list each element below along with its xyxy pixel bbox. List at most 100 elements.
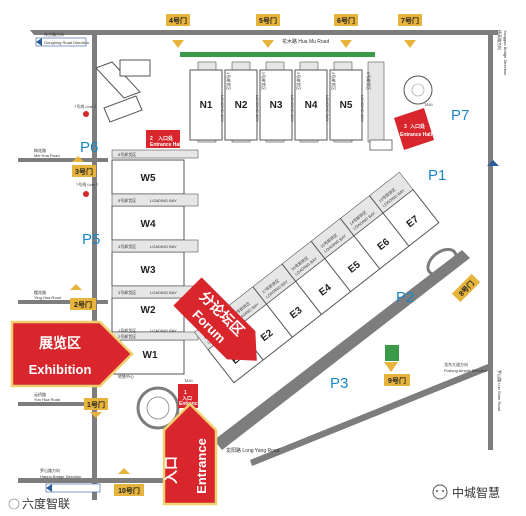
parking-p3: P3 [330, 375, 348, 392]
north-dock-2: 2号卸货区 [261, 72, 267, 90]
hall-w3 [111, 251, 185, 287]
gate-2-label: 2号门 [74, 300, 92, 309]
mei-hua-cn: 梅花路 [34, 147, 46, 153]
office-building [95, 59, 151, 123]
hall-w3-label: W3 [141, 265, 156, 276]
road-top-left-diagonal [30, 30, 82, 35]
watermark-left: 六度智联 [8, 496, 70, 511]
yanggao-en: Yanggao Bridge Direction [503, 30, 508, 75]
entrance-2-en: Entrance Hall [150, 142, 183, 148]
hall-n5-label: N5 [340, 100, 353, 111]
hall-w4-label: W4 [141, 219, 156, 230]
metro-line-top-label: 7号线 Line 7 [74, 103, 97, 109]
hall-w5-label: W5 [141, 173, 156, 184]
west-bay-3: LOADING BAY [150, 290, 177, 295]
gate-7-marker: 7号门 [398, 14, 422, 48]
north-bay-5: LOADING BAY [360, 95, 365, 122]
hall-n4-label: N4 [305, 100, 318, 111]
hall-n2-label: N2 [235, 100, 248, 111]
gate-9-marker: 9号门 [384, 362, 410, 386]
gate-1-label: 1号门 [87, 400, 105, 409]
roundabout-center [146, 396, 170, 420]
right-direction-arrow [487, 160, 499, 166]
wechat-icon [432, 484, 448, 500]
entrance-1-num: 1 [184, 390, 187, 396]
road-right-vertical [488, 30, 493, 450]
gate-4-marker: 4号门 [166, 14, 190, 48]
west-bay-1: LOADING BAY [150, 328, 177, 333]
luo-shan-road-label: 罗山路 Luo Shan Road [497, 370, 503, 411]
road-hua-mu [72, 30, 498, 35]
hall-n3 [259, 69, 293, 141]
entrance-callout-cn: 入口 [163, 456, 179, 484]
metro-top-icon [83, 111, 89, 117]
hall-n1 [189, 69, 223, 141]
entrance-callout-en: Entrance [194, 438, 209, 494]
parking-p1: P1 [428, 167, 446, 184]
hanpu-en: Hanpu Bridge Direction [40, 474, 81, 479]
hall-n5 [329, 69, 363, 141]
exhibition-en: Exhibition [29, 362, 92, 377]
north-halls: N1 N2 N3 N4 N5 1号卸货区 2号卸货区 3号卸货区 4号卸货区 5… [189, 61, 385, 143]
entrance-3-num: 3 [404, 124, 407, 130]
gongbing-direction: 东方路方向 Gongbing Road Direction [35, 31, 89, 47]
parking-p2: P2 [396, 289, 414, 306]
entrance-2-num: 2 [150, 136, 153, 142]
gongbing-cn: 东方路方向 [44, 31, 64, 37]
metro-mid-icon [83, 191, 89, 197]
parking-p5: P5 [82, 231, 100, 248]
gate-5-label: 5号门 [259, 16, 277, 25]
entrance-3-en: Entrance Hall [400, 132, 433, 138]
road-yun-hua [18, 402, 108, 406]
west-dock-upper-label: 6号卸货区 [118, 151, 136, 157]
hall-n4 [294, 69, 328, 141]
north-bay-1: LOADING BAY [220, 95, 225, 122]
hall-w4 [111, 205, 185, 241]
entrance-callout: 入口 Entrance [162, 402, 218, 506]
road-long-yang [214, 250, 470, 450]
west-halls: 6号卸货区 5号卸货区 4号卸货区 3号卸货区 2号卸货区 1号卸货区 LOAD… [111, 149, 199, 375]
entrance-2-cn: 入口处 [158, 135, 174, 142]
west-dock-4 [111, 239, 199, 253]
entrance-3-cn: 入口处 [410, 123, 426, 130]
north-dock-1: 1号卸货区 [226, 72, 232, 90]
round-building-inner [411, 83, 425, 97]
gate-1-marker: 1号门 [84, 398, 108, 418]
east-halls: E1 E2 E3 E4 E5 E6 E7 19号卸货区 18号卸货区 17号卸货… [194, 171, 440, 384]
top-gates: 4号门 5号门 6号门 7号门 [166, 14, 422, 48]
connector-block [369, 139, 393, 151]
p1-loop [426, 247, 458, 277]
gate-3-marker: 3号门 [72, 156, 96, 177]
north-bay-3: LOADING BAY [290, 95, 295, 122]
entrance-hall-2: 2 入口处 Entrance Hall [146, 130, 183, 148]
north-bay-4: LOADING BAY [325, 95, 330, 122]
mei-hua-en: Mei Hua Road [34, 153, 60, 158]
road-left-vertical [92, 30, 97, 500]
yun-hua-cn: 云桥路 [34, 391, 46, 397]
hall-w1-label: W1 [143, 350, 158, 361]
west-dock-upper [111, 149, 199, 159]
entrance-hall-3: 3 入口处 Entrance Hall [394, 108, 434, 150]
parking-p7: P7 [451, 107, 469, 124]
long-yang-road-label: 龙阳路 Long Yang Road [226, 447, 280, 454]
exhibition-callout: 展览区 Exhibition [10, 320, 134, 388]
hanpu-cn: 罗山路方向 [40, 467, 60, 473]
gate-9-label: 9号门 [388, 376, 406, 385]
taxi-east: TAXI [424, 102, 433, 107]
watermark-right-text: 中城智慧 [452, 485, 500, 500]
west-dock-1-label: 1号卸货区 [118, 327, 136, 333]
parking-p6: P6 [80, 139, 98, 156]
watermark-right: 中城智慧 [432, 484, 500, 500]
pudong-airport-en: Pudong Airport Direction [444, 368, 487, 373]
gate-10-label: 10号门 [118, 486, 140, 495]
west-dock-5 [111, 193, 199, 207]
pudong-airport-cn: 龙东大道方向 [444, 361, 468, 367]
west-dock-5-label: 5号卸货区 [118, 197, 136, 203]
gate-6-label: 6号门 [337, 16, 355, 25]
west-bay-4: LOADING BAY [150, 244, 177, 249]
hanpu-direction: 罗山路方向 Hanpu Bridge Direction [40, 467, 101, 493]
road-bottom-horizontal [18, 478, 178, 483]
ying-hua-cn: 樱花路 [34, 289, 46, 295]
hall-w2-label: W2 [141, 305, 156, 316]
